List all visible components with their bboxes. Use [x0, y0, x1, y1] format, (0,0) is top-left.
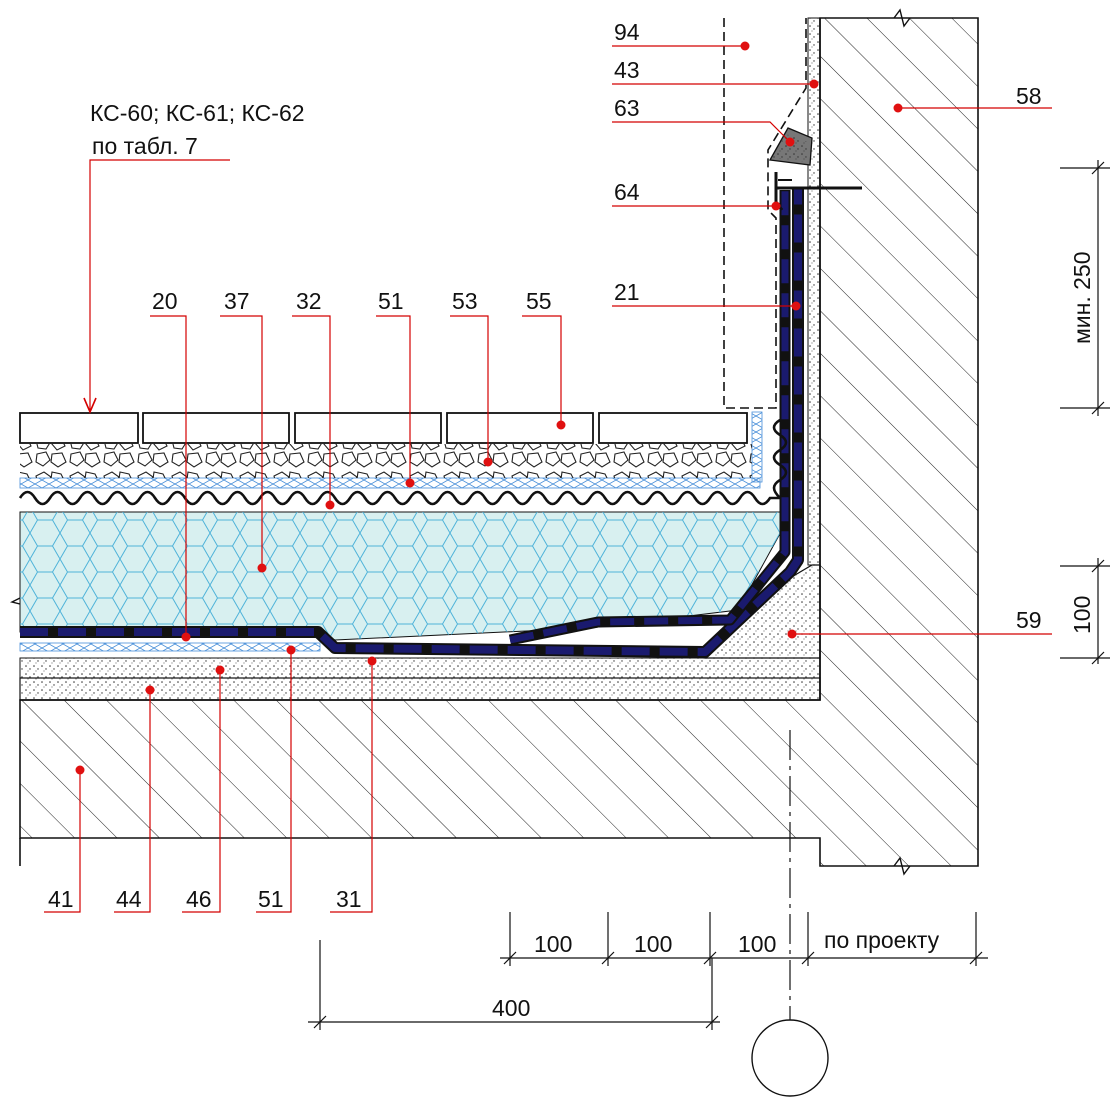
- protective-cladding: [723, 18, 807, 409]
- note-line-2: по табл. 7: [92, 133, 198, 159]
- callout-41: 41: [48, 886, 74, 912]
- callout-64: 64: [614, 179, 640, 205]
- callout-55: 55: [526, 288, 552, 314]
- paving-slabs: [19, 412, 748, 444]
- geotextile-vertical: [751, 411, 763, 483]
- geotextile-bottom: [19, 642, 321, 652]
- membrane-dashes: [20, 188, 802, 656]
- callout-20: 20: [152, 288, 178, 314]
- gravel-layer: [20, 444, 752, 478]
- callout-51-top: 51: [378, 288, 404, 314]
- callout-37: 37: [224, 288, 250, 314]
- note-line-1: КС-60; КС-61; КС-62: [90, 100, 305, 126]
- callout-21: 21: [614, 279, 640, 305]
- dim-100-vertical: 100: [1069, 596, 1095, 634]
- dimension-lines: [308, 160, 1110, 1030]
- break-mark-top: [893, 8, 911, 28]
- drainage-membrane-vertical: [772, 418, 788, 499]
- membrane-upper-dashes: [509, 190, 789, 644]
- dim-400: 400: [492, 995, 530, 1021]
- drainage-membrane: [18, 490, 780, 506]
- leveling-screed: [19, 677, 821, 701]
- axis-marker-circle: [751, 1019, 829, 1097]
- dim-100-a: 100: [534, 931, 572, 957]
- callout-58: 58: [1016, 83, 1042, 109]
- callout-46: 46: [186, 886, 212, 912]
- dim-100-b: 100: [634, 931, 672, 957]
- slope-screed: [19, 657, 821, 679]
- break-mark-bottom: [893, 856, 911, 876]
- callout-43: 43: [614, 57, 640, 83]
- callout-59: 59: [1016, 607, 1042, 633]
- callout-31: 31: [336, 886, 362, 912]
- callout-44: 44: [116, 886, 142, 912]
- callout-63: 63: [614, 95, 640, 121]
- dim-100-c: 100: [738, 931, 776, 957]
- dim-po-proektu: по проекту: [824, 927, 940, 953]
- callout-32: 32: [296, 288, 322, 314]
- paving-slab: [19, 412, 139, 444]
- leader-lines: [44, 45, 1052, 913]
- dim-min-250: мин. 250: [1069, 251, 1095, 344]
- leader-dots: [75, 41, 903, 775]
- paving-slab: [598, 412, 748, 444]
- callout-51-bottom: 51: [258, 886, 284, 912]
- waterproofing-membrane: [20, 188, 804, 658]
- paving-slab: [446, 412, 594, 444]
- paving-slab: [294, 412, 442, 444]
- wall-plaster-strip: [807, 17, 821, 566]
- paving-slab: [142, 412, 290, 444]
- callout-53: 53: [452, 288, 478, 314]
- callout-94: 94: [614, 19, 640, 45]
- geotextile-top: [19, 477, 761, 489]
